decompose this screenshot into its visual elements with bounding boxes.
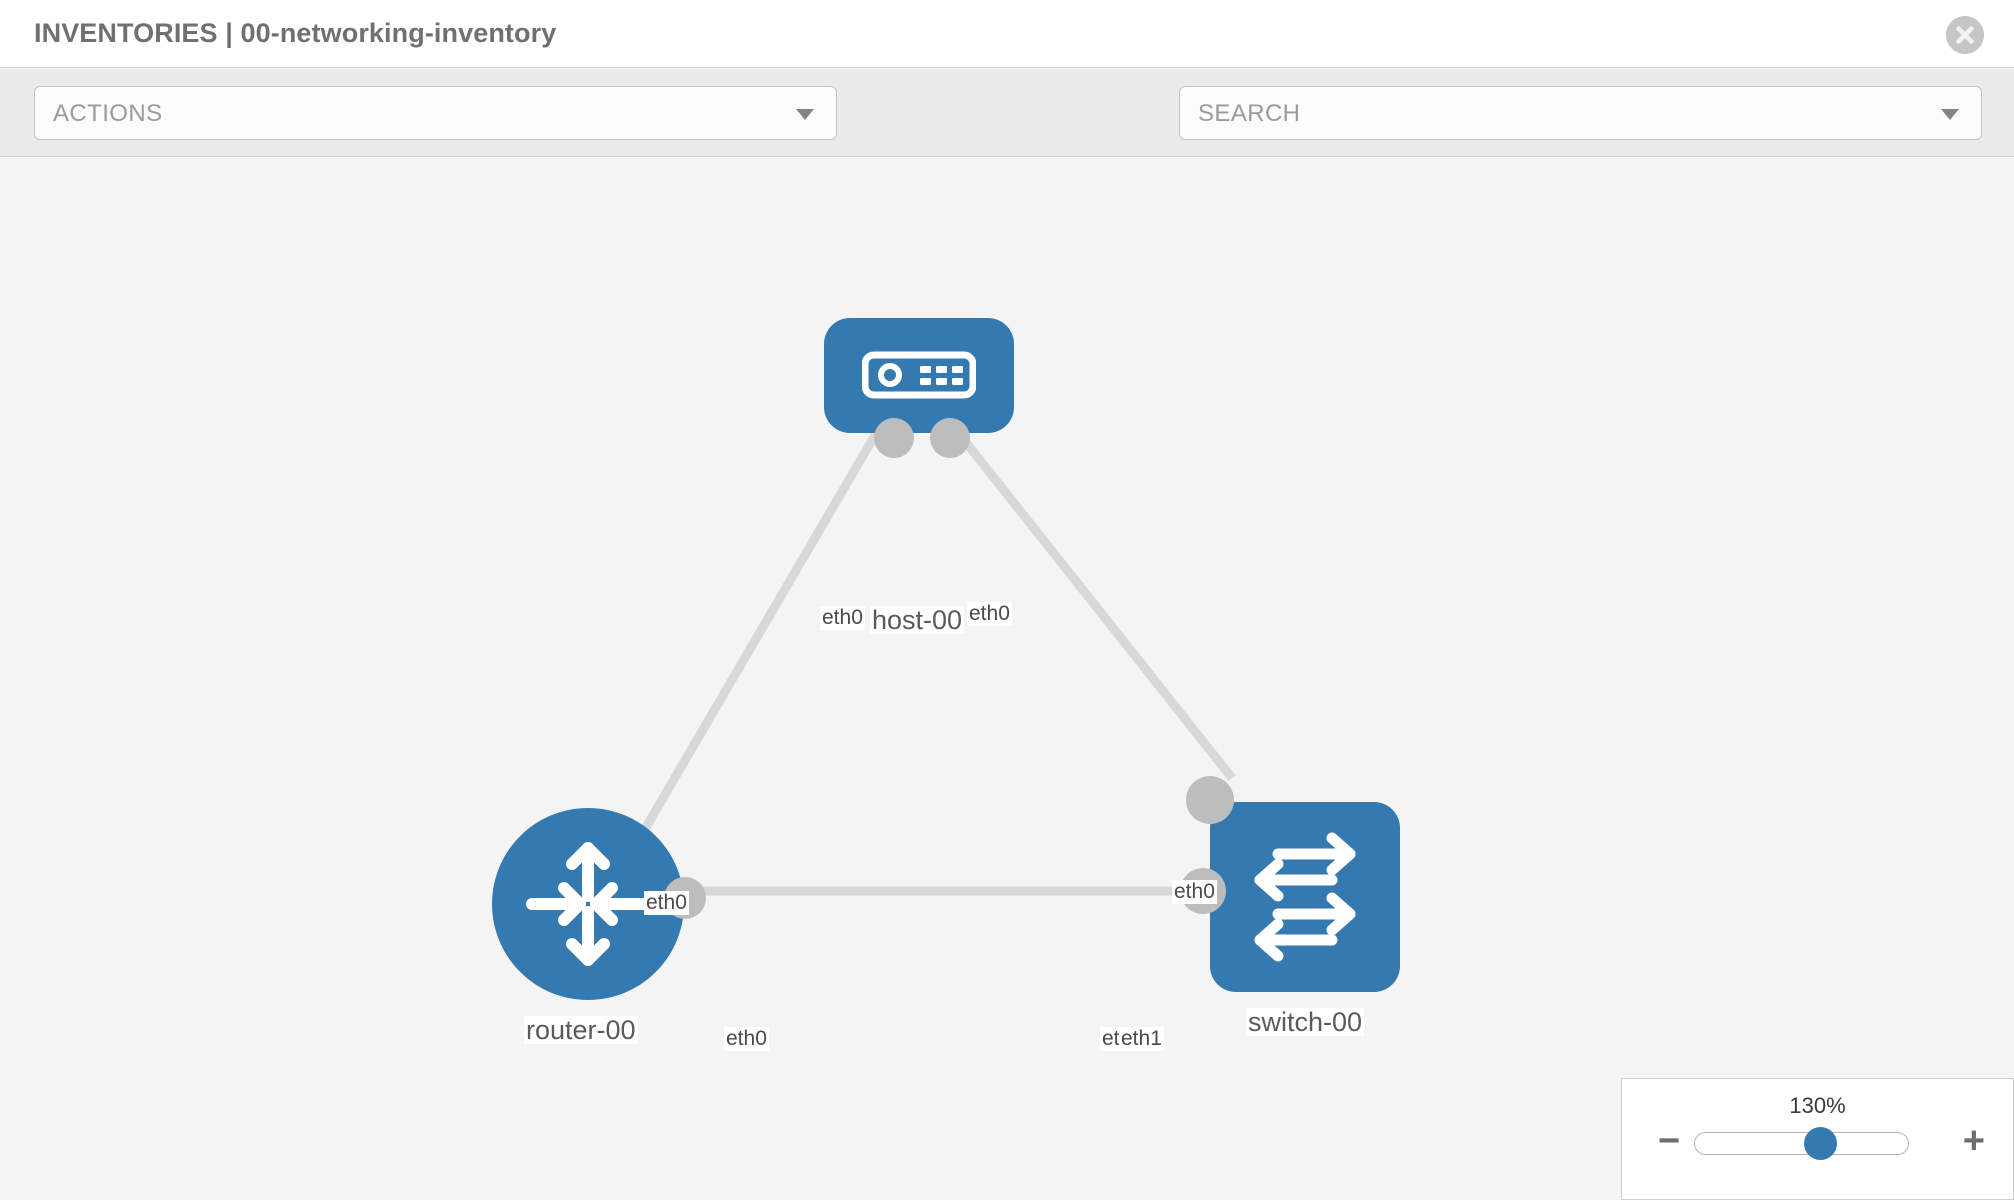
zoom-out-button[interactable]: − xyxy=(1658,1120,1681,1162)
toolbar: ACTIONS SEARCH xyxy=(0,68,2014,194)
zoom-level-value: 130% xyxy=(1789,1093,1846,1118)
iface-label-router-up: eth0 xyxy=(644,891,689,916)
chevron-down-icon xyxy=(796,109,814,120)
iface-label-host-right: eth0 xyxy=(967,602,1012,627)
actions-dropdown[interactable]: ACTIONS xyxy=(34,86,837,140)
host-node-shape xyxy=(824,318,1014,433)
link-host-router xyxy=(624,415,889,861)
node-host-00[interactable]: host-00 xyxy=(824,318,1014,634)
topology-links xyxy=(624,413,1236,896)
node-switch-00[interactable]: switch-00 xyxy=(1180,776,1400,1036)
actions-dropdown-label: ACTIONS xyxy=(53,100,163,127)
node-label-host-00: host-00 xyxy=(870,605,965,635)
page-header: INVENTORIES | 00-networking-inventory xyxy=(0,0,2014,68)
host-stub-right xyxy=(930,418,970,458)
chevron-down-icon[interactable] xyxy=(1941,109,1959,120)
zoom-slider-thumb[interactable] xyxy=(1804,1127,1837,1160)
iface-label-host-left: eth0 xyxy=(820,606,865,631)
link-host-switch xyxy=(941,413,1236,781)
close-icon[interactable] xyxy=(1946,16,1984,54)
router-arrows-icon xyxy=(526,842,650,966)
page-title: INVENTORIES | 00-networking-inventory xyxy=(34,18,557,48)
node-label-router-00: router-00 xyxy=(524,1015,638,1045)
zoom-control-panel: 130% − + xyxy=(1621,1078,2014,1200)
iface-label-switch-left-b: eth1 xyxy=(1119,1027,1164,1052)
zoom-in-button[interactable]: + xyxy=(1962,1120,1985,1162)
zoom-slider-track[interactable] xyxy=(1694,1127,1909,1160)
iface-label-router-right: eth0 xyxy=(724,1027,769,1052)
host-stub-left xyxy=(874,418,914,458)
iface-label-switch-up: eth0 xyxy=(1172,880,1217,905)
switch-node-shape xyxy=(1210,802,1400,992)
search-input[interactable]: SEARCH xyxy=(1179,86,1982,140)
topology-canvas[interactable]: host-00 eth0 eth0 xyxy=(0,158,2014,1200)
switch-stub-top-left xyxy=(1186,776,1234,824)
node-label-switch-00: switch-00 xyxy=(1246,1007,1365,1037)
server-device-icon xyxy=(862,351,976,399)
search-placeholder: SEARCH xyxy=(1198,100,1301,127)
switch-arrows-icon xyxy=(1254,832,1356,962)
